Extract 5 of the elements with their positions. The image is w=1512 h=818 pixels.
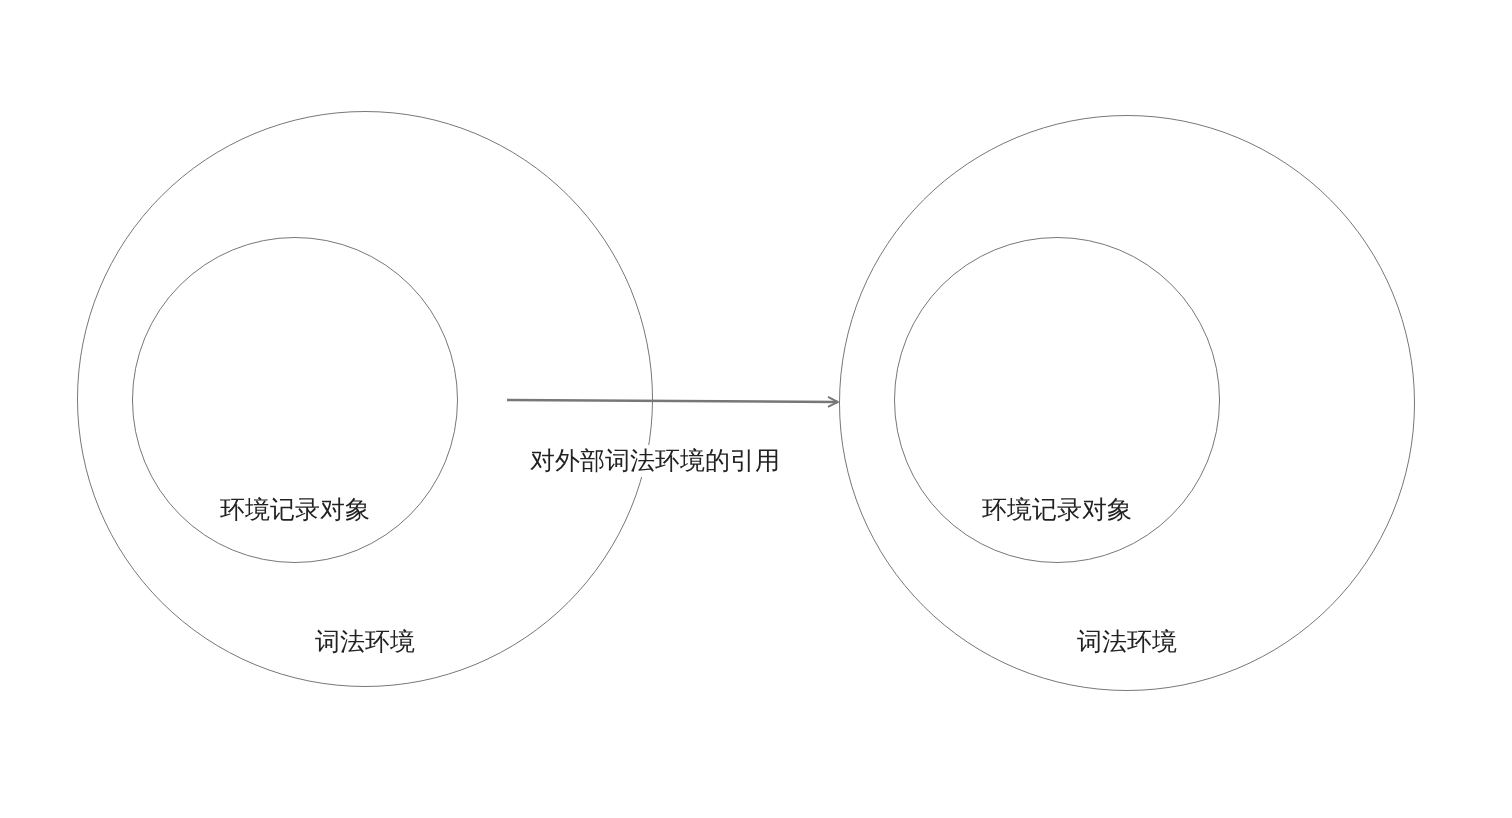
arrow [507,395,839,408]
node-label: 词法环境 [315,626,415,658]
node-label: 词法环境 [1077,626,1177,658]
node-label: 环境记录对象 [220,494,370,526]
node-label: 环境记录对象 [982,494,1132,526]
